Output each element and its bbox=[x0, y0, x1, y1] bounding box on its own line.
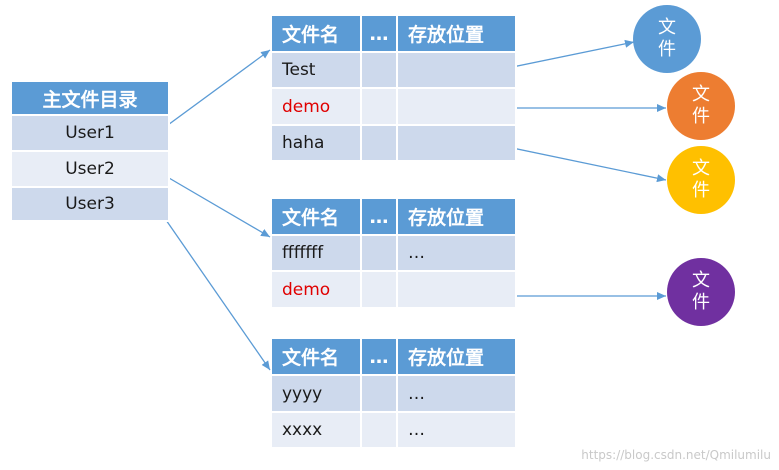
file-node-3: 文 件 bbox=[667, 146, 735, 214]
table-row-mid bbox=[362, 53, 398, 89]
file-node-label-2: 件 bbox=[692, 180, 710, 201]
table-row-location bbox=[398, 272, 517, 309]
file-node-2: 文 件 bbox=[667, 72, 735, 140]
arrow-haha-to-file3 bbox=[497, 144, 667, 183]
file-node-label-2: 件 bbox=[692, 106, 710, 127]
table-row-mid bbox=[362, 272, 398, 309]
table-row-mid bbox=[362, 126, 398, 162]
table-row-location bbox=[398, 89, 517, 126]
file-node-label-1: 文 bbox=[692, 158, 710, 179]
table-row-mid bbox=[362, 89, 398, 126]
table-row-mid bbox=[362, 413, 398, 449]
table-row-location: … bbox=[398, 376, 517, 413]
table-row-location bbox=[398, 53, 517, 89]
table-row-mid bbox=[362, 236, 398, 272]
directory-title: 主文件目录 bbox=[12, 82, 170, 116]
table-header-filename: 文件名 bbox=[272, 16, 362, 53]
watermark-text: https://blog.csdn.net/Qmilumilu bbox=[581, 448, 771, 462]
directory-user-1: User1 bbox=[12, 116, 170, 152]
table-row-name: haha bbox=[272, 126, 362, 162]
table-header-ellipsis: … bbox=[362, 339, 398, 376]
table-header-location: 存放位置 bbox=[398, 16, 517, 53]
file-node-label-2: 件 bbox=[692, 292, 710, 313]
table-row-mid bbox=[362, 376, 398, 413]
file-node-1: 文 件 bbox=[633, 5, 701, 73]
table-header-location: 存放位置 bbox=[398, 339, 517, 376]
table-row-location: … bbox=[398, 413, 517, 449]
table-header-location: 存放位置 bbox=[398, 199, 517, 236]
table-row-name: demo bbox=[272, 272, 362, 309]
file-node-label-1: 文 bbox=[692, 84, 710, 105]
table-row-name: demo bbox=[272, 89, 362, 126]
arrow-user2-to-table2 bbox=[156, 170, 271, 238]
arrow-test-to-file1 bbox=[497, 39, 635, 71]
file-node-label-1: 文 bbox=[692, 270, 710, 291]
table-row-name: Test bbox=[272, 53, 362, 89]
table-header-filename: 文件名 bbox=[272, 339, 362, 376]
arrow-user1-to-table1 bbox=[156, 49, 271, 134]
directory-user-2: User2 bbox=[12, 152, 170, 188]
file-node-label-1: 文 bbox=[658, 17, 676, 38]
arrow-user3-to-table3 bbox=[156, 206, 271, 371]
file-node-4: 文 件 bbox=[667, 258, 735, 326]
table-header-ellipsis: … bbox=[362, 16, 398, 53]
table-header-ellipsis: … bbox=[362, 199, 398, 236]
table-row-location: … bbox=[398, 236, 517, 272]
table-row-name: xxxx bbox=[272, 413, 362, 449]
file-node-label-2: 件 bbox=[658, 39, 676, 60]
directory-user-3: User3 bbox=[12, 188, 170, 222]
table-header-filename: 文件名 bbox=[272, 199, 362, 236]
table-row-name: fffffff bbox=[272, 236, 362, 272]
table-row-name: yyyy bbox=[272, 376, 362, 413]
table-row-location bbox=[398, 126, 517, 162]
